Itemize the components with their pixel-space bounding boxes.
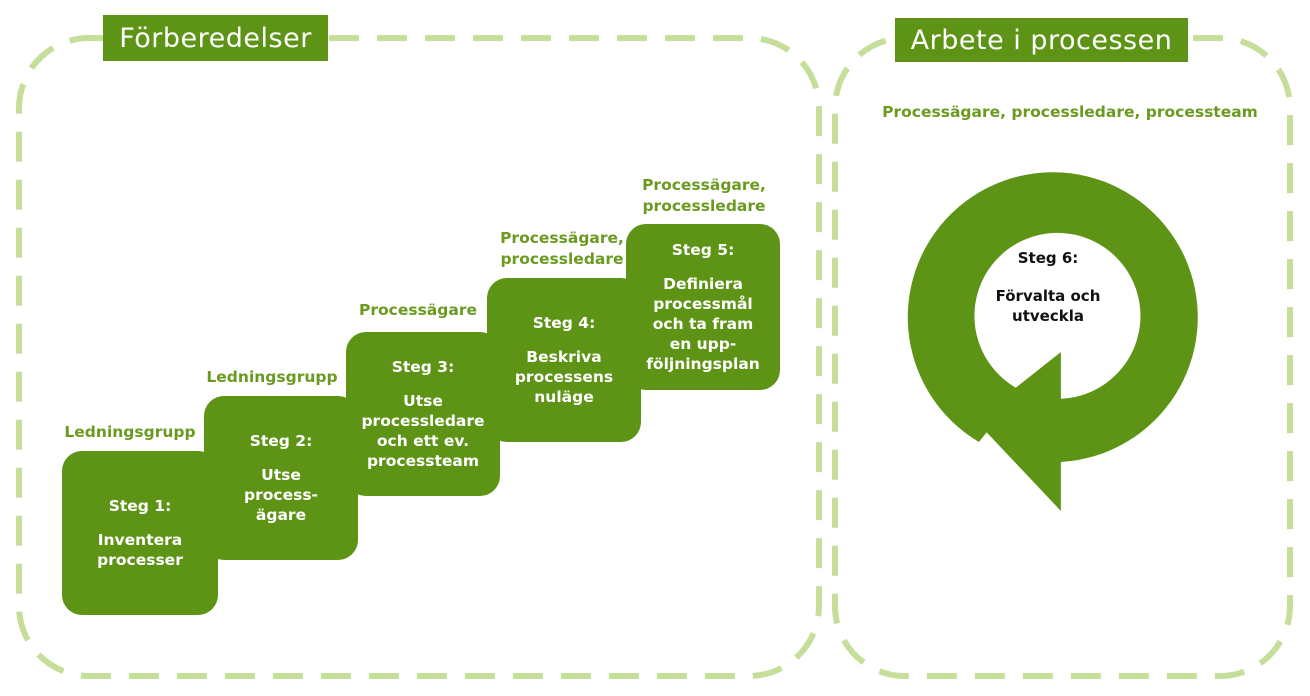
step-3-box: Steg 3: Utse processledare och ett ev. p… <box>346 332 500 496</box>
step-5-box: Steg 5: Definiera processmål och ta fram… <box>626 224 780 390</box>
cycle-arrow-icon <box>907 172 1198 512</box>
step-4-number: Steg 4: <box>532 314 596 332</box>
step-3-role: Processägare <box>359 301 477 319</box>
step-6-number: Steg 6: <box>1017 249 1079 267</box>
work-frame <box>832 35 1293 679</box>
step-2-number: Steg 2: <box>249 432 313 450</box>
step-5-description: Definiera processmål och ta fram en upp-… <box>646 275 760 373</box>
step-3-description: Utse processledare och ett ev. processte… <box>361 392 485 470</box>
step-1-description: Inventera processer <box>97 531 183 569</box>
step-5-number: Steg 5: <box>671 241 735 259</box>
step-1-box: Steg 1: Inventera processer <box>62 451 218 615</box>
prep-frame <box>16 35 822 679</box>
cycle-role: Processägare, processledare, processteam <box>882 103 1258 121</box>
step-2-description: Utse process- ägare <box>244 466 318 524</box>
step-6-description: Förvalta och utveckla <box>995 287 1101 325</box>
step-6-center: Steg 6: Förvalta och utveckla <box>980 248 1116 326</box>
step-4-role: Processägare, processledare <box>500 229 624 268</box>
work-section-title: Arbete i processen <box>895 18 1188 62</box>
step-1-number: Steg 1: <box>108 497 172 515</box>
step-4-description: Beskriva processens nuläge <box>514 348 614 406</box>
step-2-role: Ledningsgrupp <box>206 368 338 386</box>
prep-section-title: Förberedelser <box>103 15 328 61</box>
step-3-number: Steg 3: <box>391 358 455 376</box>
step-2-box: Steg 2: Utse process- ägare <box>204 396 358 560</box>
step-5-role: Processägare, processledare <box>642 176 766 215</box>
step-1-role: Ledningsgrupp <box>64 423 196 441</box>
step-4-box: Steg 4: Beskriva processens nuläge <box>487 278 641 442</box>
